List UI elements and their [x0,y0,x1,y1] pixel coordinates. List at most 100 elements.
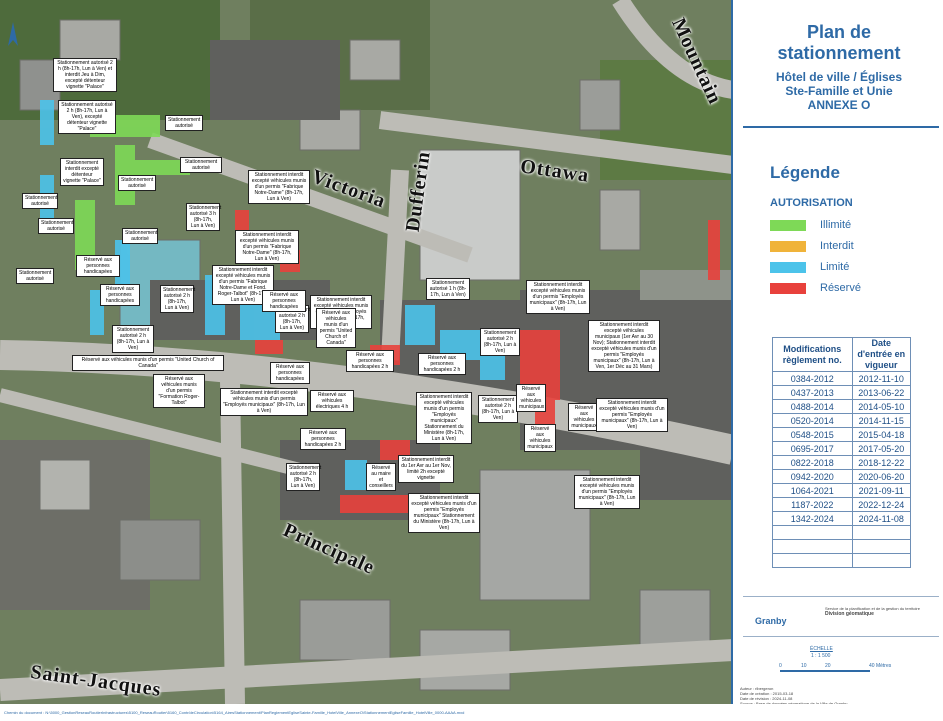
parking-label[interactable]: Stationnement interdit excepté véhicules… [588,320,660,372]
parking-label[interactable]: Stationnement autorisé 2 h (8h-17h, Lun … [480,328,520,356]
parking-label[interactable]: Stationnement autorisé 2 h (8h-17h, Lun … [478,395,518,423]
parking-label[interactable]: Stationnement autorisé [122,228,158,244]
parking-label[interactable]: Réservé au maire et conseillers [366,463,396,491]
parking-label[interactable]: Stationnement autorisé 2 h (8h-17h, Lun … [286,463,321,491]
table-cell-regulation: 0520-2014 [772,413,853,428]
legend-swatch [770,241,806,252]
legend-title: Légende [770,163,840,182]
scale-tick-label: 10 [801,663,807,669]
parking-label[interactable]: Stationnement autorisé 2 h (8h-17h, Lun … [112,325,154,353]
table-cell-date: 2017-05-20 [851,441,912,456]
parking-label[interactable]: Réservé aux personnes handicapées [100,284,140,306]
parking-label[interactable]: Stationnement autorisé 1 h (8h-17h, Lun … [426,278,470,300]
parking-label[interactable]: Stationnement interdit excepté véhicules… [248,170,310,204]
legend-swatch [770,262,806,273]
parking-label[interactable]: Stationnement autorisé 3 h (8h-17h, Lun … [186,203,221,231]
org-line2: Division géomatique [825,611,874,617]
parking-label[interactable]: Réservé aux véhicules municipaux [568,403,600,431]
table-cell-regulation [772,553,853,568]
parking-label[interactable]: Stationnement autorisé [16,268,54,284]
parking-label[interactable]: Stationnement interdit du 1er Avr au 1er… [398,455,454,483]
parking-label[interactable]: Stationnement interdit excepté détenteur… [60,158,104,186]
parking-label[interactable]: Réservé aux personnes handicapées [270,362,310,384]
parking-label[interactable]: Stationnement interdit excepté véhicules… [596,398,668,432]
table-cell-date: 2024-11-08 [851,511,912,526]
author-info: Auteur : rlbergeron Date de création : 2… [740,686,847,706]
table-cell-regulation [772,539,853,554]
table-cell-regulation: 0548-2015 [772,427,853,442]
scale-tick-label: 40 Mètres [869,663,892,669]
legend-swatch [770,220,806,231]
table-cell-date: 2013-06-22 [851,385,912,400]
parking-label[interactable]: Stationnement interdit excepté véhicules… [220,388,308,416]
table-row [772,553,912,568]
table-cell-regulation: 0822-2018 [772,455,853,470]
parking-label[interactable]: Réservé aux personnes handicapées 2 h [418,353,466,375]
parking-label[interactable]: Réservé aux personnes handicapées 2 h [300,428,346,450]
parking-label[interactable]: Stationnement autorisé 2 h (8h-17h, Lun … [160,285,195,313]
org-line1: Service de la planification et de la ges… [825,606,920,611]
parking-label[interactable]: Stationnement autorisé [118,175,156,191]
table-cell-regulation: 0695-2017 [772,441,853,456]
table-cell-date: 2014-11-15 [851,413,912,428]
legend-panel: Plan de stationnement Hôtel de ville / É… [735,0,943,706]
table-header-date: Date d'entrée en vigueur [851,337,912,372]
parking-label[interactable]: Stationnement autorisé 2 h (8h-17h, Lun … [53,58,117,92]
table-row [772,539,912,554]
parking-label[interactable]: Stationnement interdit excepté véhicules… [526,280,590,314]
map-subtitle-line1: Hôtel de ville / Églises [775,70,903,84]
parking-label[interactable]: Réservé aux véhicules municipaux [516,384,546,412]
parking-label[interactable]: Stationnement autorisé 2 h (8h-17h, Lun … [58,100,116,134]
table-cell-regulation: 0384-2012 [772,371,853,386]
table-cell-date: 2018-12-22 [851,455,912,470]
parking-label[interactable]: Stationnement autorisé [22,193,58,209]
parking-label[interactable]: Stationnement autorisé [165,115,203,131]
table-cell-date: 2020-06-20 [851,469,912,484]
parking-label[interactable]: Réservé aux véhicules électriques 4 h [310,390,354,412]
parking-label[interactable]: Stationnement autorisé [38,218,74,234]
north-arrow-icon [8,22,18,46]
parking-label[interactable]: Réservé aux personnes handicapées 2 h [346,350,394,372]
parking-label[interactable]: Réservé aux véhicules munis d'un permis … [316,308,356,348]
table-header-modifications: Modifications règlement no. [772,337,853,372]
table-cell-regulation: 0942-2020 [772,469,853,484]
parking-label[interactable]: Stationnement interdit excepté véhicules… [408,493,480,533]
divider [743,126,939,128]
granby-logo: Granby [755,616,787,626]
document-path-footer: Chemin du document : N:\5000_GestionRese… [0,704,943,721]
buildings [19,19,711,691]
legend-subtitle: AUTORISATION [770,197,853,209]
divider [743,596,939,597]
aerial-map[interactable]: Mountain Ottawa Victoria Dufferin Princi… [0,0,733,704]
parking-label[interactable]: Réservé aux véhicules munis d'un permis … [72,355,224,371]
parking-label[interactable]: Stationnement interdit excepté véhicules… [235,230,299,264]
parking-label[interactable]: Réservé aux véhicules munis d'un permis … [153,374,205,408]
parking-label[interactable]: Stationnement autorisé [180,157,222,173]
table-cell-date: 2015-04-18 [851,427,912,442]
parking-label[interactable]: Réservé aux personnes handicapées [262,290,306,312]
parking-label[interactable]: Réservé aux personnes handicapées [76,255,120,277]
parking-label[interactable]: Stationnement interdit excepté véhicules… [574,475,640,509]
parking-label[interactable]: Réservé aux véhicules municipaux [524,424,556,452]
parking-label[interactable]: Stationnement interdit excepté véhicules… [416,392,472,444]
table-cell-date [851,525,912,540]
table-cell-regulation: 1342-2024 [772,511,853,526]
map-subtitle-line2: Ste-Famille et Unie [785,84,893,98]
table-cell-regulation [772,525,853,540]
scale-ratio: 1 : 1 500 [811,653,831,659]
scale-tick-label: 20 [825,663,831,669]
table-cell-date: 2012-11-10 [851,371,912,386]
scale-title: ÉCHELLE [810,646,833,652]
legend-swatch [770,283,806,294]
scale-bar: 0 10 20 40 Mètres [779,663,891,675]
table-cell-date [851,553,912,568]
